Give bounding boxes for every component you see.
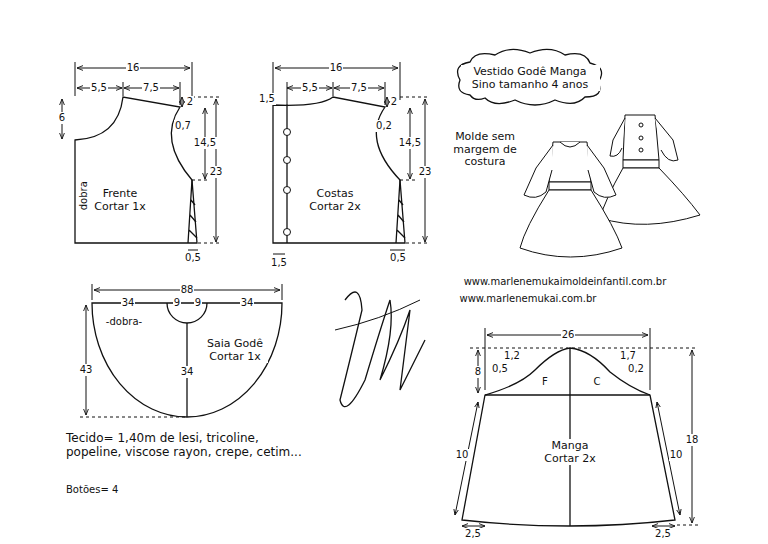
- dimension-label: 9: [173, 297, 181, 309]
- dimension-label: 34: [240, 297, 255, 309]
- dimension-label: C: [593, 376, 602, 388]
- dimension-label: 2: [186, 96, 194, 108]
- dimension-label: 0,5: [389, 252, 407, 264]
- piece-outline: [265, 92, 410, 252]
- signature: [340, 292, 425, 407]
- piece-label: Manga Cortar 2x: [541, 439, 600, 465]
- dimension-label: 0,5: [491, 363, 509, 375]
- dimension-label: 2,5: [464, 528, 482, 540]
- dimension-label: 0,5: [184, 252, 202, 264]
- dimension-label: 88: [180, 284, 195, 296]
- dimension-label: 6: [58, 112, 66, 124]
- dimension-label: www.marlenemukaimoldeinfantil.com.br: [463, 276, 668, 288]
- dimension-label: 34: [121, 297, 136, 309]
- note-text: Tecido= 1,40m de lesi, tricoline, popeli…: [65, 432, 312, 460]
- dimension-label: 16: [329, 62, 344, 74]
- dimension-label: 7,5: [350, 82, 368, 94]
- dimension-label: 5,5: [90, 82, 108, 94]
- dimension-label: 18: [685, 434, 700, 446]
- piece-label: Vestido Godê Manga Sino tamanho 4 anos: [461, 65, 600, 91]
- piece-outline: [60, 92, 205, 252]
- title-cloud: Vestido Godê Manga Sino tamanho 4 anos: [452, 45, 610, 110]
- dimension-label: 23: [209, 166, 224, 178]
- dimension-label: 1,5: [270, 257, 288, 269]
- dimension-label: 0,7: [174, 120, 192, 132]
- dimension-label: 2: [390, 96, 398, 108]
- dimension-label: 23: [418, 166, 433, 178]
- dimension-label: 9: [194, 297, 202, 309]
- dimension-label: -dobra-: [105, 316, 143, 328]
- dimension-label: 8: [474, 366, 482, 378]
- dimension-label: 0,2: [375, 120, 393, 132]
- dimension-label: 43: [79, 364, 94, 376]
- dimension-label: 34: [180, 366, 195, 378]
- dimension-label: Molde sem margem de costura: [452, 131, 519, 169]
- dimension-label: 16: [126, 62, 141, 74]
- dimension-label: 1,7: [619, 350, 637, 362]
- dimension-label: 14,5: [193, 137, 217, 149]
- dimension-label: dobra: [78, 180, 90, 211]
- dimension-label: 7,5: [142, 82, 160, 94]
- front-bodice-piece: Frente Cortar 1x: [60, 92, 205, 252]
- dimension-label: F: [541, 376, 549, 388]
- dimension-label: 14,5: [398, 137, 422, 149]
- dimension-label: 1,5: [258, 93, 276, 105]
- dimension-label: www.marlenemukai.com.br: [459, 293, 598, 305]
- piece-label: Frente Cortar 1x: [88, 187, 152, 213]
- piece-label: Saia Godê Cortar 1x: [202, 337, 268, 363]
- dimension-label: 10: [455, 449, 470, 461]
- dimension-label: 26: [561, 329, 576, 341]
- note-text: Botões= 4: [65, 484, 119, 496]
- dimension-label: 2,5: [654, 528, 672, 540]
- piece-label: Costas Cortar 2x: [303, 187, 367, 213]
- dress-illustration: [520, 115, 700, 257]
- dimension-label: 5,5: [301, 82, 319, 94]
- dimension-label: 0,2: [627, 363, 645, 375]
- dimension-label: 10: [669, 449, 684, 461]
- back-bodice-piece: Costas Cortar 2x: [265, 92, 410, 252]
- dimension-label: 1,2: [503, 350, 521, 362]
